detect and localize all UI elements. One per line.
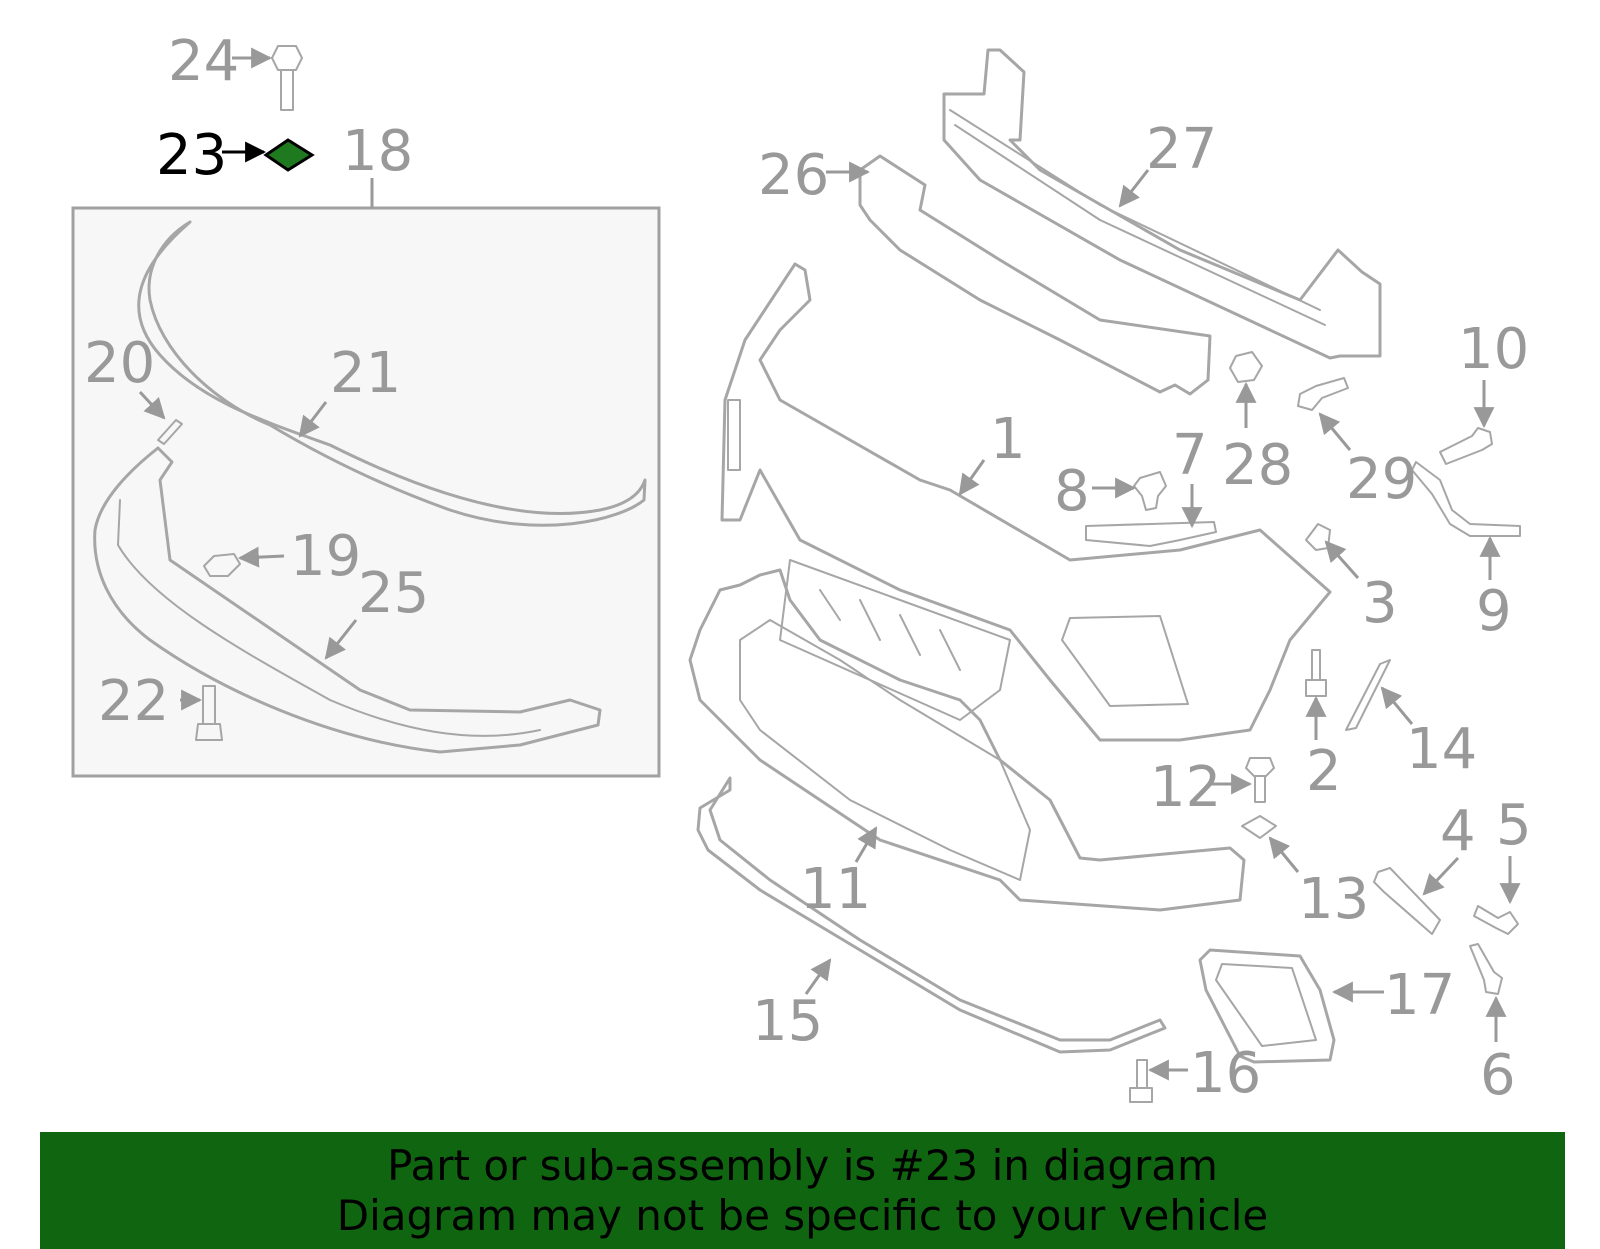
parts-diagram: 24 23 18 20 21 19 25 22 26 27 1 8 7 28 2… (71, 29, 1532, 1108)
callout-11: 11 (800, 857, 871, 922)
callout-15: 15 (752, 989, 823, 1054)
callout-19: 19 (290, 524, 361, 589)
callout-1: 1 (990, 407, 1026, 472)
part-29-bolt (1297, 377, 1349, 411)
part-17-bezel-inner (1215, 963, 1317, 1047)
callout-24: 24 (168, 29, 239, 94)
callout-8: 8 (1054, 459, 1090, 524)
callout-3: 3 (1362, 571, 1398, 636)
part-22-bolt (195, 685, 223, 741)
callout-5: 5 (1496, 793, 1532, 858)
callout-17: 17 (1384, 963, 1455, 1028)
part-26-absorber (858, 154, 1212, 396)
callout-16: 16 (1190, 1041, 1261, 1106)
callout-6: 6 (1480, 1043, 1516, 1108)
part-21-trim-strip (137, 220, 647, 527)
part-24-bolt (271, 45, 303, 111)
part-20-clip (157, 419, 183, 445)
part-11-grille-opening (739, 619, 1031, 881)
part-16-screw (1129, 1059, 1153, 1103)
callout-28: 28 (1222, 433, 1293, 498)
part-2-screw (1305, 649, 1327, 697)
part-23-clip-nut-highlighted (263, 138, 315, 172)
callout-12: 12 (1150, 755, 1221, 820)
callout-13: 13 (1298, 867, 1369, 932)
part-9-bracket (1411, 461, 1521, 537)
part-17-fog-bezel (1198, 948, 1336, 1064)
part-27-beam-detail (949, 109, 1326, 326)
part-10-bolt (1439, 427, 1493, 465)
part-28-nut (1229, 351, 1263, 383)
part-7-molding (1085, 521, 1217, 547)
part-13-clip-nut (1241, 815, 1277, 839)
callout-26: 26 (758, 143, 829, 208)
callout-22: 22 (98, 669, 169, 734)
callout-20: 20 (84, 331, 155, 396)
part-1-fog-opening (1061, 615, 1189, 707)
banner-line-part: Part or sub-assembly is #23 in diagram (387, 1140, 1218, 1190)
leader-lines (138, 47, 1521, 1081)
part-3-clip (1305, 523, 1331, 551)
part-1-side-slot (727, 399, 741, 471)
callout-4: 4 (1440, 799, 1476, 864)
part-8-clip (1133, 471, 1167, 511)
part-6-bolt (1469, 943, 1503, 995)
callout-23: 23 (156, 123, 227, 188)
callout-18: 18 (342, 119, 413, 184)
callout-29: 29 (1346, 447, 1417, 512)
callout-21: 21 (330, 341, 401, 406)
callout-14: 14 (1406, 717, 1477, 782)
part-11-grille (688, 568, 1246, 912)
part-15-lower-strip (696, 776, 1167, 1054)
part-11-grille-mesh (779, 559, 1011, 721)
callout-25: 25 (358, 561, 429, 626)
callout-2: 2 (1306, 739, 1342, 804)
callout-7: 7 (1172, 423, 1208, 488)
part-4-bracket (1373, 867, 1441, 935)
part-12-screw (1245, 757, 1275, 803)
part-5-bolt (1473, 905, 1519, 935)
part-1-bumper-cover (720, 262, 1332, 742)
part-25-skid-plate (93, 446, 602, 754)
part-14-strip (1345, 659, 1391, 731)
subassembly-box-18 (71, 178, 661, 778)
callout-9: 9 (1476, 579, 1512, 644)
part-25-inner-edge (117, 499, 541, 737)
part-27-bumper-beam (942, 48, 1382, 360)
callout-labels: 24 23 18 20 21 19 25 22 26 27 1 8 7 28 2… (84, 29, 1532, 1108)
callout-27: 27 (1146, 117, 1217, 182)
info-banner: Part or sub-assembly is #23 in diagram D… (40, 1132, 1565, 1249)
callout-10: 10 (1458, 317, 1529, 382)
banner-line-disclaimer: Diagram may not be specific to your vehi… (336, 1190, 1269, 1240)
